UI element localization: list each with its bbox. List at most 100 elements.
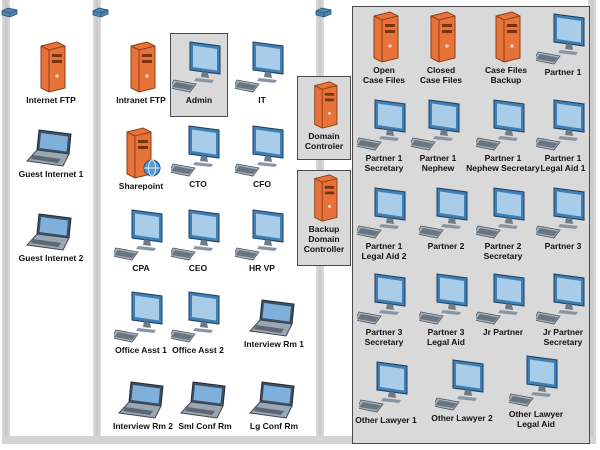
workstation-icon — [357, 187, 406, 239]
workstation-icon — [171, 291, 220, 343]
server-icon — [40, 41, 66, 93]
workstation-icon — [476, 99, 525, 151]
node-it[interactable]: IT — [224, 40, 300, 105]
workstation-icon — [419, 187, 468, 239]
node-ceo[interactable]: CEO — [160, 208, 236, 273]
node-interview-rm-2[interactable]: Interview Rm 2 — [105, 380, 181, 431]
node-sharepoint[interactable]: Sharepoint — [103, 126, 179, 191]
node-office-asst-1[interactable]: Office Asst 1 — [103, 290, 179, 355]
node-partner-1-nephew[interactable]: Partner 1 Nephew — [400, 98, 476, 173]
node-label: Jr Partner — [482, 327, 524, 337]
node-backup-domain-controller[interactable]: Backup Domain Controller — [286, 173, 362, 254]
node-label: Admin — [185, 95, 213, 105]
node-other-lawyer-1[interactable]: Other Lawyer 1 — [348, 360, 424, 425]
node-partner-1-legal-aid-1[interactable]: Partner 1 Legal Aid 1 — [525, 98, 600, 173]
node-open-case-files[interactable]: Open Case Files — [346, 10, 422, 85]
node-label: CPA — [132, 263, 150, 273]
node-label: CTO — [189, 179, 207, 189]
workstation-icon — [235, 209, 284, 261]
workstation-icon — [114, 291, 163, 343]
node-partner-2-secretary[interactable]: Partner 2 Secretary — [465, 186, 541, 261]
network-segment-bar — [93, 0, 101, 440]
workstation-icon — [536, 273, 585, 325]
workstation-icon — [359, 361, 408, 413]
node-label: Partner 1 Secretary — [364, 153, 404, 173]
node-label: Interview Rm 1 — [244, 339, 304, 349]
node-lg-conf-rm[interactable]: Lg Conf Rm — [236, 380, 312, 431]
server-globe-icon — [126, 127, 161, 179]
workstation-icon — [357, 273, 406, 325]
node-label: Backup Domain Controller — [303, 224, 345, 254]
workstation-icon — [235, 125, 284, 177]
node-jr-partner-secretary[interactable]: Jr Partner Secretary — [525, 272, 600, 347]
workstation-icon — [235, 41, 284, 93]
laptop-icon — [248, 299, 295, 337]
node-partner-1-secretary[interactable]: Partner 1 Secretary — [346, 98, 422, 173]
node-interview-rm-1[interactable]: Interview Rm 1 — [236, 298, 312, 349]
node-label: Lg Conf Rm — [249, 421, 299, 431]
node-intranet-ftp[interactable]: Intranet FTP — [103, 40, 179, 105]
node-partner-2[interactable]: Partner 2 — [408, 186, 484, 251]
workstation-icon — [435, 359, 484, 411]
node-label: Partner 1 Nephew — [419, 153, 457, 173]
workstation-icon — [357, 99, 406, 151]
node-case-files-backup[interactable]: Case Files Backup — [468, 10, 544, 85]
node-label: Closed Case Files — [419, 65, 463, 85]
node-label: Partner 3 Legal Aid — [427, 327, 465, 347]
workstation-icon — [171, 125, 220, 177]
node-label: Domain Controler — [304, 131, 344, 151]
node-jr-partner[interactable]: Jr Partner — [465, 272, 541, 337]
node-partner-3-secretary[interactable]: Partner 3 Secretary — [346, 272, 422, 347]
node-label: HR VP — [249, 263, 275, 273]
node-guest-internet-1[interactable]: Guest Internet 1 — [13, 128, 89, 179]
node-label: Interview Rm 2 — [113, 421, 173, 431]
node-partner-3-legal-aid[interactable]: Partner 3 Legal Aid — [408, 272, 484, 347]
node-label: Office Asst 1 — [115, 345, 167, 355]
laptop-icon — [117, 381, 164, 419]
node-cfo[interactable]: CFO — [224, 124, 300, 189]
node-office-asst-2[interactable]: Office Asst 2 — [160, 290, 236, 355]
node-label: Internet FTP — [26, 95, 76, 105]
network-floor-bar — [2, 436, 596, 444]
node-label: Jr Partner Secretary — [542, 327, 584, 347]
node-other-lawyer-legal-aid[interactable]: Other Lawyer Legal Aid — [498, 354, 574, 429]
node-cpa[interactable]: CPA — [103, 208, 179, 273]
node-label: Partner 2 Secretary — [483, 241, 523, 261]
node-label: Partner 2 — [427, 241, 465, 251]
network-segment-bar — [2, 0, 10, 440]
node-label: Other Lawyer 2 — [431, 413, 493, 423]
node-partner-1-legal-aid-2[interactable]: Partner 1 Legal Aid 2 — [346, 186, 422, 261]
workstation-icon — [536, 99, 585, 151]
node-label: Partner 3 — [544, 241, 582, 251]
node-partner-1[interactable]: Partner 1 — [525, 12, 600, 77]
node-label: Sml Conf Rm — [178, 421, 232, 431]
workstation-icon — [476, 187, 525, 239]
node-cto[interactable]: CTO — [160, 124, 236, 189]
node-sml-conf-rm[interactable]: Sml Conf Rm — [167, 380, 243, 431]
node-label: Partner 1 Legal Aid 2 — [361, 241, 407, 261]
workstation-icon — [536, 187, 585, 239]
node-label: CFO — [253, 179, 271, 189]
node-label: Sharepoint — [118, 181, 164, 191]
workstation-icon — [411, 99, 460, 151]
node-label: Partner 3 Secretary — [364, 327, 404, 347]
node-closed-case-files[interactable]: Closed Case Files — [403, 10, 479, 85]
node-label: Other Lawyer Legal Aid — [508, 409, 564, 429]
node-admin[interactable]: Admin — [161, 40, 237, 105]
node-hr-vp[interactable]: HR VP — [224, 208, 300, 273]
node-guest-internet-2[interactable]: Guest Internet 2 — [13, 212, 89, 263]
node-partner-1-nephew-secretary[interactable]: Partner 1 Nephew Secretary — [458, 98, 548, 173]
workstation-icon — [171, 209, 220, 261]
node-label: Partner 1 — [544, 67, 582, 77]
node-other-lawyer-2[interactable]: Other Lawyer 2 — [424, 358, 500, 423]
node-label: Intranet FTP — [116, 95, 166, 105]
workstation-icon — [476, 273, 525, 325]
node-internet-ftp[interactable]: Internet FTP — [13, 40, 89, 105]
server-icon — [373, 11, 399, 63]
laptop-icon — [25, 129, 72, 167]
node-partner-3[interactable]: Partner 3 — [525, 186, 600, 251]
node-domain-controler[interactable]: Domain Controler — [286, 80, 362, 151]
network-switch-icon — [92, 7, 109, 18]
node-label: Other Lawyer 1 — [355, 415, 417, 425]
node-label: Office Asst 2 — [172, 345, 224, 355]
